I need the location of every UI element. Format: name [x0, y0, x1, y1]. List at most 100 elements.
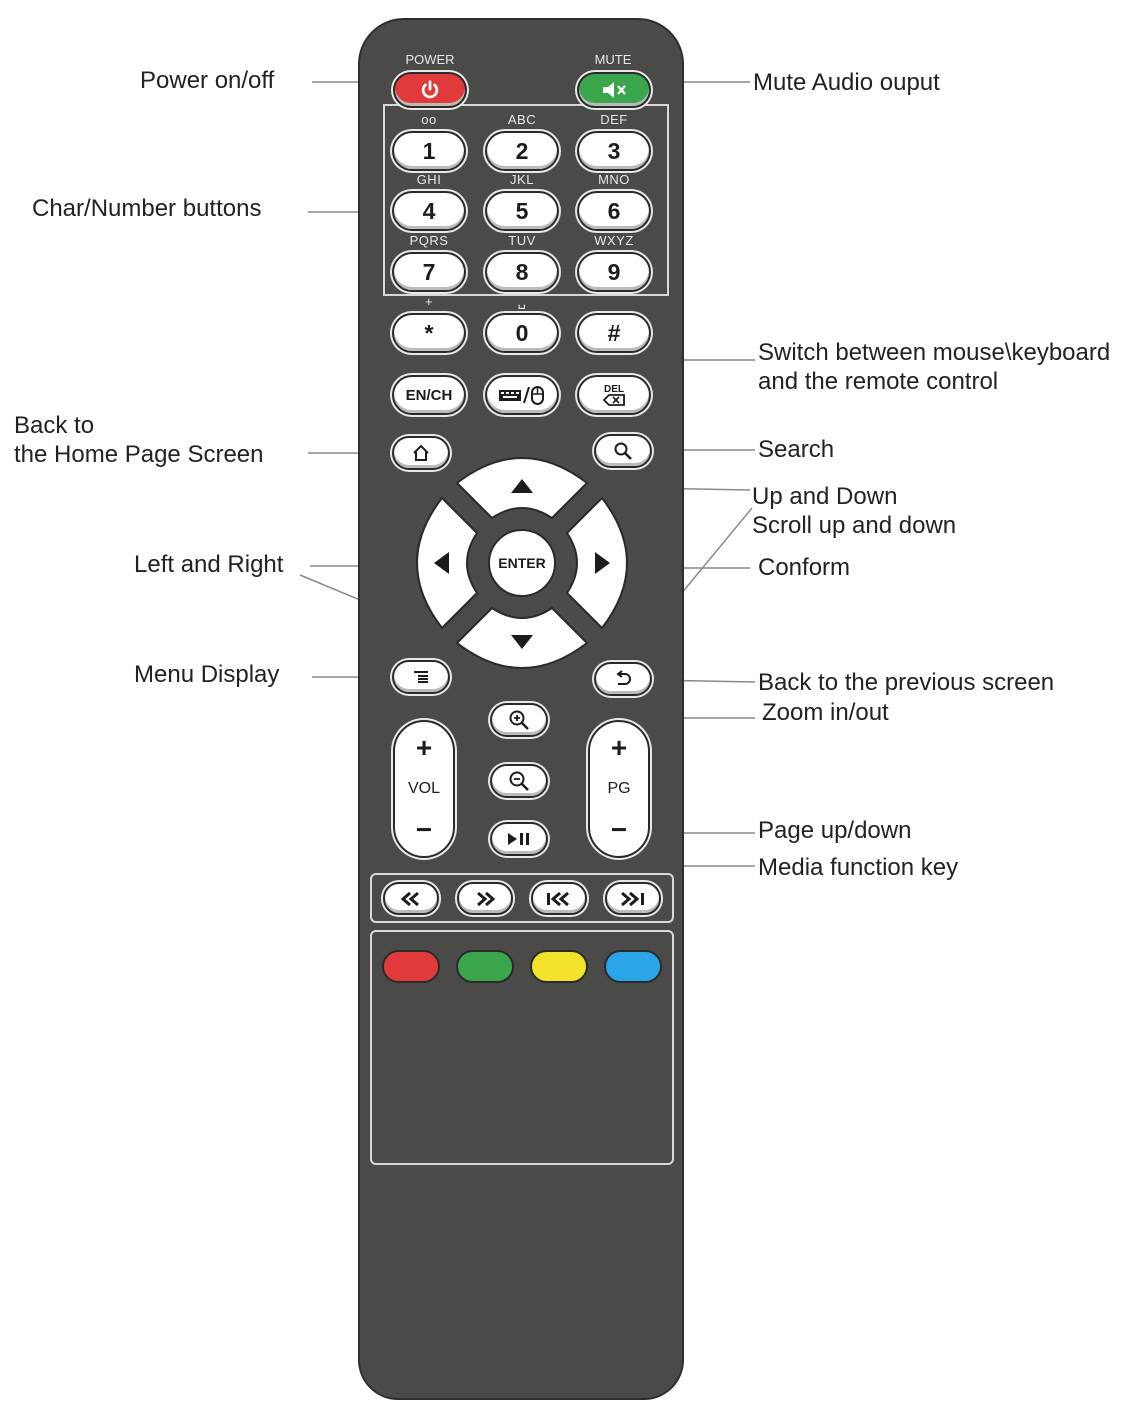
callout-home-line2: the Home Page Screen — [14, 441, 264, 468]
number-key-button[interactable]: 6 — [577, 191, 651, 231]
number-key-button[interactable]: 3 — [577, 131, 651, 171]
svg-text:DEL: DEL — [604, 384, 624, 395]
rewind-icon — [400, 891, 419, 906]
power-icon — [421, 80, 439, 99]
fast-forward-button[interactable] — [457, 882, 513, 915]
search-button[interactable] — [594, 434, 652, 468]
callout-zoom: Zoom in/out — [762, 699, 889, 726]
previous-icon — [547, 891, 569, 906]
menu-icon — [414, 671, 428, 683]
page-rocker[interactable]: + PG − — [588, 720, 650, 858]
callout-updown-line1: Up and Down — [752, 483, 898, 510]
callout-home: Back to the Home Page Screen — [14, 411, 263, 469]
power-button[interactable] — [393, 72, 467, 108]
callout-mute: Mute Audio ouput — [753, 69, 940, 96]
key-sublabel: TUV — [508, 233, 536, 248]
callout-media: Media function key — [758, 854, 959, 881]
yellow-button[interactable] — [530, 950, 588, 983]
callout-search: Search — [758, 436, 835, 463]
page-up-label: + — [610, 732, 628, 763]
key-sublabel: oo — [421, 112, 437, 127]
key-sublabel: PQRS — [409, 233, 449, 248]
volume-rocker[interactable]: + VOL − — [393, 720, 455, 858]
arrow-left-icon — [434, 552, 449, 574]
number-key-button[interactable]: 4 — [392, 191, 466, 231]
page-label: PG — [607, 780, 631, 797]
keyboard-mouse-icon — [499, 386, 544, 405]
callout-page: Page up/down — [758, 817, 912, 844]
key-sublabel: WXYZ — [594, 233, 634, 248]
zoom-out-icon — [509, 771, 529, 791]
callout-char-number: Char/Number buttons — [32, 195, 262, 222]
zoom-in-icon — [509, 710, 529, 730]
power-label: POWER — [405, 52, 455, 67]
home-button[interactable] — [392, 436, 450, 470]
mute-button[interactable] — [577, 72, 651, 108]
number-key-button[interactable]: 8 — [485, 252, 559, 292]
back-icon — [616, 670, 631, 685]
volume-label: VOL — [407, 780, 440, 797]
fast-forward-icon — [477, 891, 496, 906]
number-key-button[interactable]: 7 — [392, 252, 466, 292]
next-icon — [621, 891, 644, 906]
media-outline — [370, 873, 674, 923]
callout-updown: Up and Down Scroll up and down — [752, 482, 956, 540]
number-key-button[interactable]: 9 — [577, 252, 651, 292]
play-pause-button[interactable] — [490, 822, 548, 856]
callout-switch-line2: and the remote control — [758, 368, 999, 395]
menu-button[interactable] — [392, 660, 450, 694]
number-key-button[interactable]: 5 — [485, 191, 559, 231]
key-sublabel: DEF — [600, 112, 628, 127]
red-button[interactable] — [382, 950, 440, 983]
callout-leftright: Left and Right — [134, 551, 284, 578]
home-icon — [413, 444, 429, 461]
en-ch-button[interactable]: EN/CH — [392, 375, 466, 415]
mute-label: MUTE — [594, 52, 632, 67]
numpad-outline — [383, 104, 669, 296]
volume-up-label: + — [415, 732, 433, 763]
zoom-in-button[interactable] — [490, 703, 548, 737]
mute-icon — [603, 82, 626, 98]
blue-button[interactable] — [604, 950, 662, 983]
callout-conform: Conform — [758, 554, 851, 581]
dpad: ENTER — [416, 457, 628, 669]
key-sublabel: ␣ — [517, 294, 527, 309]
zoom-out-button[interactable] — [490, 764, 548, 798]
rewind-button[interactable] — [383, 882, 439, 915]
number-key-button[interactable]: 0 — [485, 313, 559, 353]
number-key-button[interactable]: # — [577, 313, 651, 353]
page-down-label: − — [610, 814, 628, 845]
callout-home-line1: Back to — [14, 412, 95, 439]
arrow-up-icon — [511, 479, 533, 493]
callout-power: Power on/off — [140, 67, 275, 94]
play-pause-icon — [508, 833, 529, 845]
callout-back: Back to the previous screen — [758, 669, 1055, 696]
callout-updown-line2: Scroll up and down — [752, 512, 957, 539]
callout-menu: Menu Display — [134, 661, 280, 688]
key-sublabel: ABC — [507, 112, 537, 127]
enter-label: ENTER — [498, 555, 545, 571]
callout-switch-line1: Switch between mouse\keyboard — [758, 339, 1111, 366]
back-button[interactable] — [594, 662, 652, 696]
volume-down-label: − — [415, 814, 433, 845]
number-key-button[interactable]: * — [392, 313, 466, 353]
arrow-down-icon — [511, 635, 533, 649]
delete-button[interactable]: DEL — [577, 375, 651, 415]
callout-switch: Switch between mouse\keyboard and the re… — [758, 338, 1110, 396]
key-sublabel: MNO — [598, 172, 630, 187]
enter-button[interactable] — [488, 529, 556, 597]
color-panel-outline — [370, 930, 674, 1165]
next-button[interactable] — [605, 882, 661, 915]
number-key-button[interactable]: 1 — [392, 131, 466, 171]
number-key-button[interactable]: 2 — [485, 131, 559, 171]
search-icon — [614, 442, 632, 460]
green-button[interactable] — [456, 950, 514, 983]
previous-button[interactable] — [531, 882, 587, 915]
delete-icon: DEL — [602, 384, 625, 406]
key-sublabel: GHI — [416, 172, 442, 187]
arrow-right-icon — [595, 552, 610, 574]
keyboard-mouse-toggle-button[interactable] — [485, 375, 559, 415]
key-sublabel: JKL — [510, 172, 534, 187]
key-sublabel: + — [424, 294, 434, 309]
